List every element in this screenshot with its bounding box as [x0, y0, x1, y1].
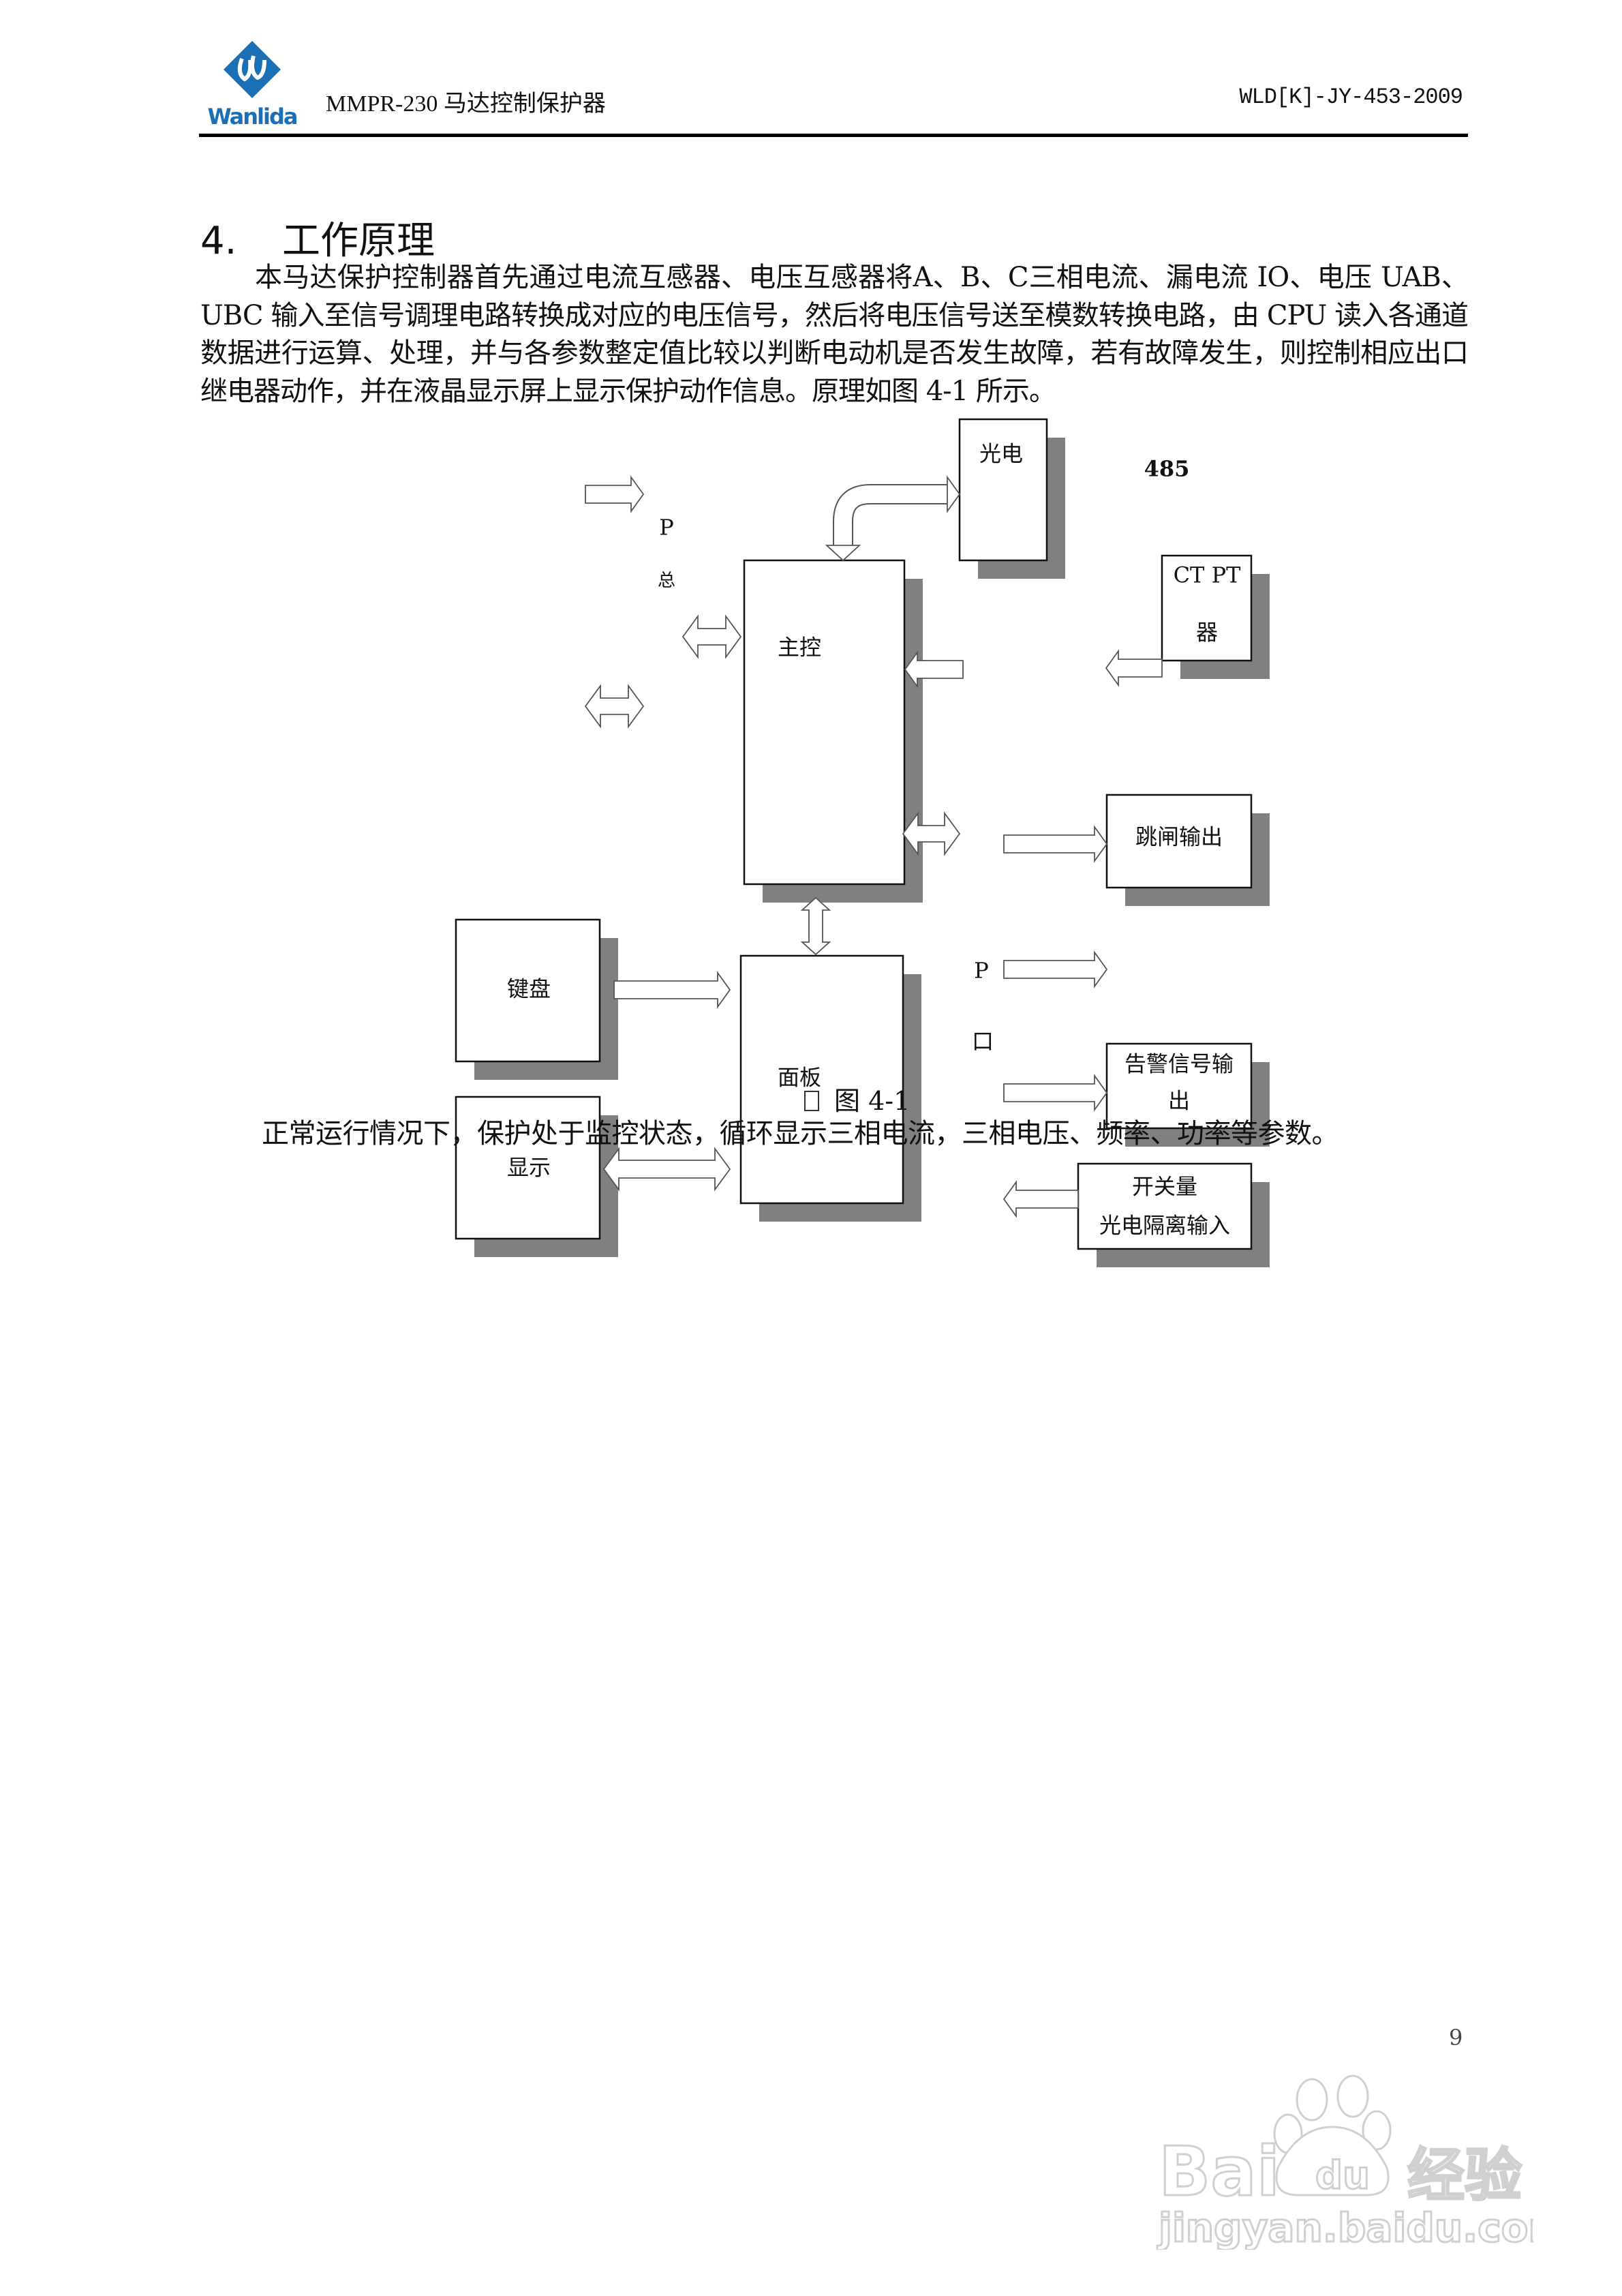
block-label-main-control: 主控 — [778, 635, 821, 661]
section-heading: 4. 工作原理 — [200, 210, 435, 265]
block-label-switch-input: 开关量 — [1132, 1174, 1197, 1200]
figure-caption-text: 图 4-1 — [834, 1086, 911, 1116]
block-label-alarm-output: 告警信号输 — [1124, 1051, 1234, 1077]
ct-pt-block — [1161, 554, 1253, 662]
block-label-switch-input-2: 光电隔离输入 — [1099, 1213, 1230, 1239]
arrow-input-top — [585, 475, 645, 513]
svg-text:经验: 经验 — [1407, 2142, 1522, 2209]
keyboard-block — [455, 918, 601, 1063]
p-label-right: P — [974, 958, 989, 984]
switch-input-block — [1077, 1162, 1253, 1250]
page-number: 9 — [1449, 2025, 1463, 2051]
bus-label: 总 — [658, 571, 675, 591]
document-code: WLD[K]-JY-453-2009 — [1239, 85, 1463, 110]
block-label-panel: 面板 — [778, 1065, 821, 1091]
block-label-ct-pt-2: 器 — [1196, 620, 1218, 646]
arrow-to-trip-output — [1003, 825, 1108, 863]
svg-text:Bai: Bai — [1159, 2132, 1280, 2211]
body-paragraph: 本马达保护控制器首先通过电流互感器、电压互感器将A、B、C三相电流、漏电流 IO… — [200, 262, 1469, 407]
main-control-block — [743, 559, 906, 886]
rs485-label: 485 — [1144, 456, 1190, 482]
block-label-trip-output: 跳闸输出 — [1135, 824, 1223, 850]
arrow-main-control-panel-bidirectional — [800, 896, 831, 956]
trip-output-block — [1105, 794, 1253, 889]
port-label: 口 — [972, 1029, 994, 1055]
figure-caption: 图 4-1 — [804, 1080, 910, 1117]
arrow-main-control-to-optocoupler — [825, 475, 961, 562]
arrow-from-ct-pt — [1105, 649, 1163, 687]
arrow-to-alarm-output — [1003, 1074, 1108, 1112]
arrow-main-control-bidirectional — [902, 811, 961, 856]
p-label-top: P — [659, 515, 674, 541]
wanlida-logo: Wanlida — [208, 41, 299, 130]
arrow-into-main-control — [904, 650, 964, 689]
arrow-bus-bidirectional — [682, 614, 742, 659]
block-label-keyboard: 键盘 — [507, 976, 551, 1002]
svg-text:Wanlida: Wanlida — [208, 104, 297, 130]
panel-block — [739, 954, 904, 1205]
section-number: 4. — [200, 219, 237, 263]
arrow-keyboard-to-panel — [613, 971, 731, 1009]
document-icon — [804, 1091, 819, 1111]
block-label-ct-pt: CT PT — [1174, 562, 1242, 588]
header-divider — [199, 134, 1468, 137]
arrow-p-output — [1003, 950, 1108, 988]
alarm-output-block — [1105, 1042, 1253, 1130]
block-label-optocoupler: 光电 — [979, 441, 1023, 467]
body-paragraph-2: 正常运行情况下，保护处于监控状态，循环显示三相电流，三相电压、频率、功率等参数。 — [262, 1118, 1339, 1149]
display-block — [455, 1096, 601, 1240]
section-title: 工作原理 — [282, 219, 435, 263]
arrow-left-bidirectional — [584, 684, 645, 729]
block-label-display: 显示 — [507, 1155, 551, 1181]
watermark-url: jingyan.baidu.com — [1157, 2205, 1533, 2250]
arrow-display-panel-bidirectional — [602, 1147, 731, 1192]
arrow-from-switch-input — [1003, 1180, 1079, 1218]
block-label-alarm-output-2: 出 — [1168, 1088, 1190, 1114]
svg-text:du: du — [1315, 2154, 1370, 2198]
baidu-jingyan-watermark: Bai du 经验 jingyan.baidu.com — [1157, 2074, 1533, 2250]
header-title: MMPR-230 马达控制保护器 — [326, 91, 606, 117]
optocoupler-block — [958, 418, 1048, 562]
